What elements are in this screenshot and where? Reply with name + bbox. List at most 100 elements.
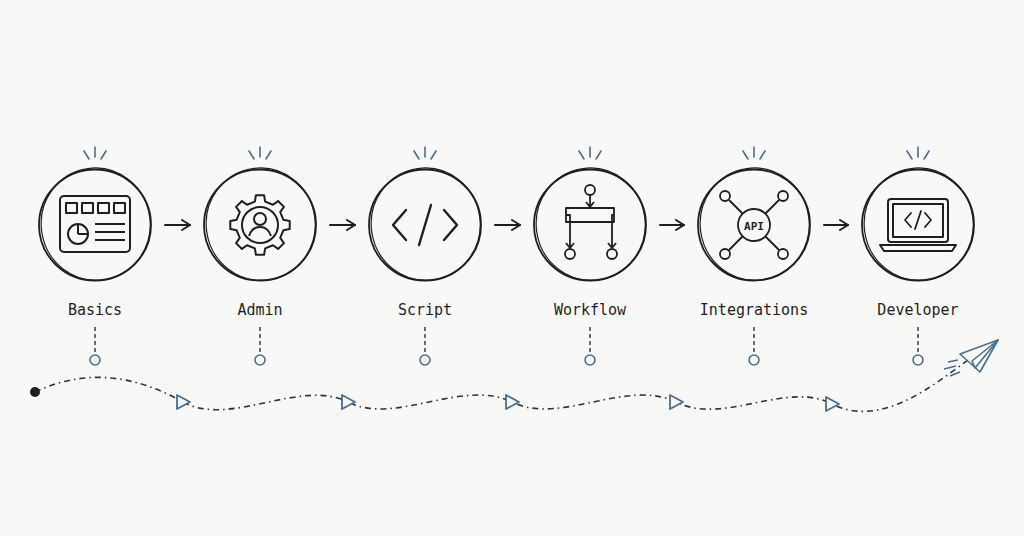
paper-plane [944, 340, 998, 376]
api-hub-icon-part [778, 249, 788, 259]
dashboard-icon-part [66, 203, 77, 213]
circle-outline [365, 165, 485, 285]
milestone-dot [90, 355, 100, 365]
paper-plane-part [972, 340, 998, 368]
gear-icon-part [254, 213, 266, 225]
dashed-stem [94, 327, 95, 352]
api-hub-icon [720, 191, 788, 259]
flow-arrow [660, 224, 684, 226]
code-icon [393, 205, 457, 245]
spark-stroke [259, 147, 261, 157]
dashboard-icon-part [82, 203, 93, 213]
milestone-dot [585, 355, 595, 365]
laptop-icon [880, 199, 956, 251]
dashed-stem [917, 327, 918, 352]
api-text: API [744, 220, 764, 233]
workflow-icon [565, 185, 617, 259]
circle-stroke [35, 165, 155, 285]
dashboard-icon-part [78, 224, 88, 234]
dashed-stem [589, 327, 590, 352]
milestone-dot [749, 355, 759, 365]
code-icon-part [444, 210, 457, 240]
spark-stroke [907, 151, 912, 159]
spark-stroke [924, 151, 929, 159]
step-label: Script [398, 301, 452, 319]
spark-stroke [414, 151, 419, 159]
step-label: Workflow [554, 301, 626, 319]
laptop-icon-part [905, 211, 931, 229]
gear-icon [230, 195, 289, 254]
spark-stroke [917, 147, 919, 157]
step-node: Workflow [528, 165, 652, 319]
flow-arrow [165, 224, 190, 226]
spark-stroke [84, 151, 89, 159]
milestone-dot [420, 355, 430, 365]
code-icon-part [393, 210, 406, 240]
milestone-stems [90, 327, 923, 365]
dashboard-icon-part [68, 224, 88, 244]
circle-outline [200, 165, 320, 285]
dashed-stem [259, 327, 260, 352]
workflow-icon-part [566, 215, 574, 248]
workflow-icon-part [566, 208, 614, 222]
progress-triangles [177, 395, 839, 411]
gear-icon-part [249, 227, 271, 236]
step-node: Developer [856, 165, 980, 319]
step-node: Admin [198, 165, 322, 319]
flow-arrow [824, 224, 848, 226]
spark-stroke [596, 151, 601, 159]
spark-stroke [249, 151, 254, 159]
spark-stroke [431, 151, 436, 159]
dashed-stem [424, 327, 425, 352]
step-node: Basics [33, 165, 157, 319]
paper-plane-part [960, 340, 998, 372]
code-icon-part [419, 205, 431, 245]
circle-stroke [365, 165, 485, 285]
api-hub-icon-part [720, 191, 730, 201]
gear-icon-part [242, 207, 278, 243]
dashboard-icon-part [60, 196, 130, 252]
progress-triangle [670, 395, 683, 409]
workflow-icon-part [586, 195, 594, 207]
circle-outline [858, 165, 978, 285]
api-hub-icon-part [720, 249, 730, 259]
dashboard-icon-part [95, 224, 125, 240]
step-label: Basics [68, 301, 122, 319]
circle-stroke [530, 165, 650, 285]
dashboard-icon [60, 196, 130, 252]
spark-stroke [753, 147, 755, 157]
spark-marks [84, 147, 929, 159]
circle-outline [530, 165, 650, 285]
spark-stroke [266, 151, 271, 159]
api-hub-icon-part [729, 200, 779, 250]
step-label: Developer [877, 301, 958, 319]
spark-stroke [589, 147, 591, 157]
spark-stroke [579, 151, 584, 159]
milestone-dot [913, 355, 923, 365]
workflow-icon-part [585, 185, 595, 195]
spark-stroke [424, 147, 426, 157]
dashed-stem [753, 327, 754, 352]
step-label: Admin [237, 301, 282, 319]
flow-arrow [330, 224, 355, 226]
laptop-icon-part [893, 204, 943, 237]
step-label: Integrations [700, 301, 808, 319]
api-hub-icon-part [778, 191, 788, 201]
dashboard-icon-part [114, 203, 125, 213]
dashboard-icon-part [98, 203, 109, 213]
spark-stroke [101, 151, 106, 159]
milestone-dot [255, 355, 265, 365]
step-node: Script [363, 165, 487, 319]
circle-stroke [200, 165, 320, 285]
circle-outline [35, 165, 155, 285]
progress-triangle [826, 397, 839, 411]
dashed-path [35, 360, 968, 411]
spark-stroke [94, 147, 96, 157]
circle-stroke [858, 165, 978, 285]
progress-triangle [177, 395, 190, 409]
spark-stroke [743, 151, 748, 159]
gear-icon-part [230, 195, 289, 254]
spark-stroke [760, 151, 765, 159]
